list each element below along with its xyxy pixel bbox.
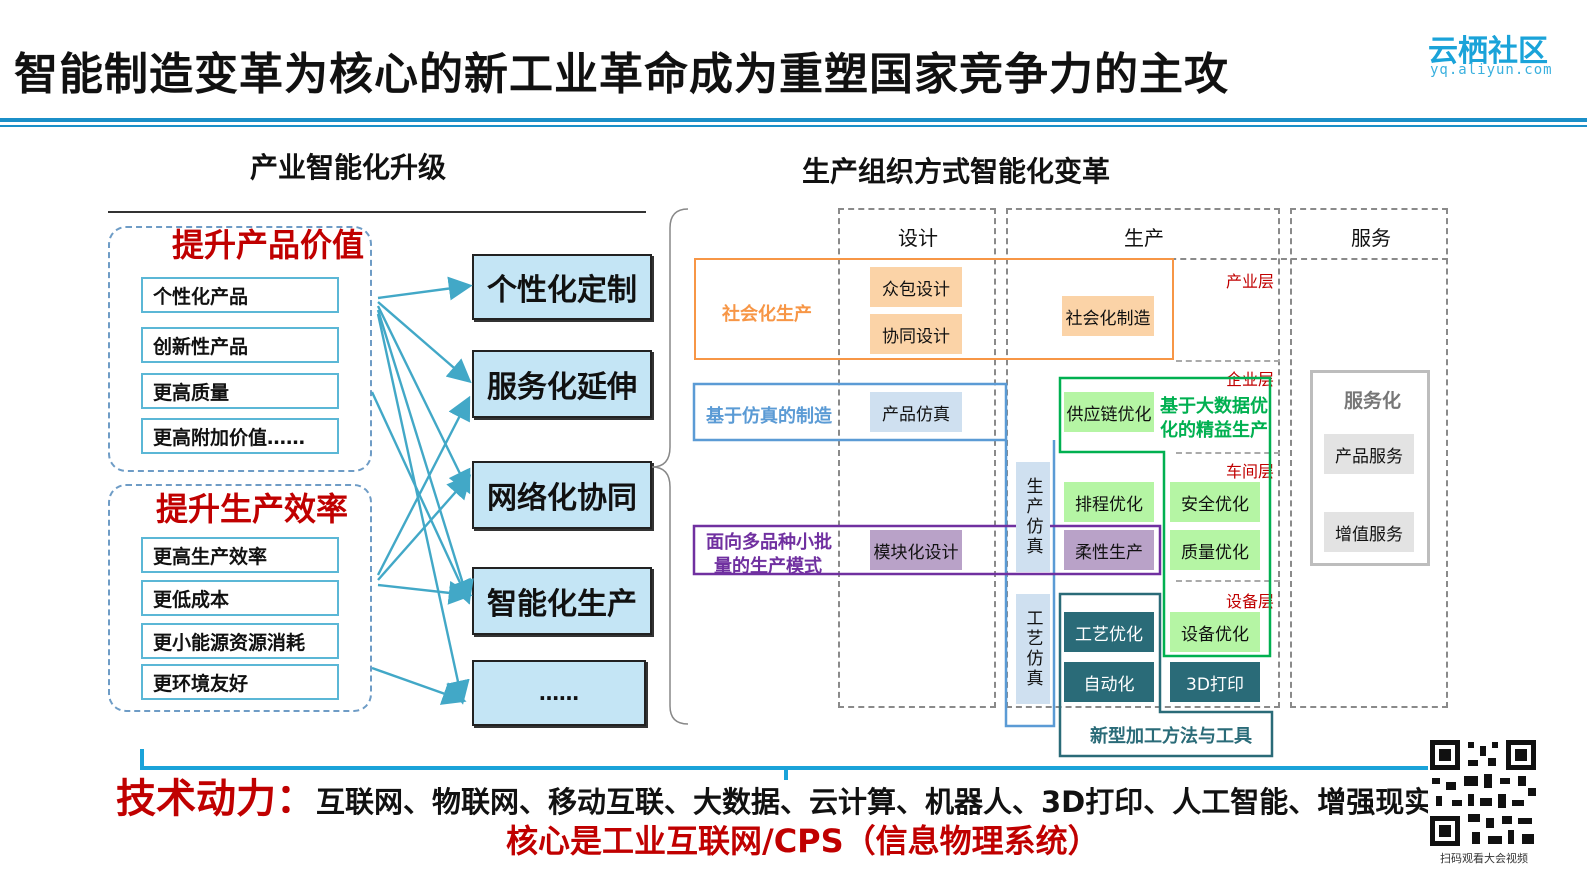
tech-drivers-line: 技术动力：互联网、物联网、移动互联、大数据、云计算、机器人、3D打印、人工智能、… (116, 766, 1433, 824)
crowdsourced-design-cell: 众包设计 (870, 267, 962, 307)
layer-tag-equipment: 设备层 (1226, 592, 1275, 611)
quality-optimization-cell: 质量优化 (1170, 530, 1260, 570)
layer-divider (1176, 452, 1280, 454)
page-title: 智能制造变革为核心的新工业革命成为重塑国家竞争力的主攻 (14, 49, 1229, 100)
big-data-label-line2: 化的精益生产 (1160, 420, 1268, 441)
big-data-label-line1: 基于大数据优 (1160, 396, 1268, 417)
list-item: 更高附加价值…… (141, 418, 339, 454)
process-simulation-cell: 工艺仿真 (1016, 594, 1050, 704)
product-value-group (108, 226, 372, 472)
social-production-label: 社会化生产 (722, 304, 812, 325)
supply-chain-optimization-cell: 供应链优化 (1064, 392, 1154, 432)
safety-optimization-cell: 安全优化 (1170, 482, 1260, 522)
outcome-box-customization: 个性化定制 (472, 254, 652, 320)
simulation-label: 基于仿真的制造 (706, 406, 832, 427)
outcome-box-more: …… (472, 660, 646, 726)
list-item: 更高质量 (141, 373, 339, 409)
left-panel-underline (108, 211, 646, 213)
multi-variety-label-line1: 面向多品种小批 (706, 532, 832, 553)
equipment-optimization-cell: 设备优化 (1170, 612, 1260, 652)
outcome-box-smart-production: 智能化生产 (472, 567, 652, 635)
service-label: 服务化 (1344, 390, 1402, 412)
outcome-box-service: 服务化延伸 (472, 350, 652, 418)
qr-code-icon[interactable] (1428, 738, 1538, 848)
product-simulation-cell: 产品仿真 (870, 392, 962, 432)
product-value-heading: 提升产品价值 (172, 226, 365, 264)
outcome-box-network: 网络化协同 (472, 461, 652, 529)
layer-divider (1176, 580, 1280, 582)
value-added-service-cell: 增值服务 (1324, 512, 1414, 552)
brand-url: yq.aliyun.com (1430, 62, 1553, 78)
layer-divider (1176, 360, 1280, 362)
list-item: 更小能源资源消耗 (141, 623, 339, 659)
column-header-service: 服务 (1351, 226, 1391, 250)
modular-design-cell: 模块化设计 (870, 530, 962, 570)
column-header-production: 生产 (1124, 226, 1164, 250)
core-statement: 核心是工业互联网/CPS（信息物理系统） (506, 822, 1100, 860)
process-optimization-cell: 工艺优化 (1064, 612, 1154, 652)
tech-drivers-label: 技术动力： (116, 776, 316, 822)
header-divider-thick (0, 118, 1587, 122)
new-process-label: 新型加工方法与工具 (1090, 726, 1252, 747)
header-divider-thin (0, 125, 1587, 127)
product-service-cell: 产品服务 (1324, 434, 1414, 474)
production-simulation-cell: 生产仿真 (1016, 462, 1050, 572)
social-manufacturing-cell: 社会化制造 (1062, 296, 1154, 336)
list-item: 更低成本 (141, 580, 339, 616)
left-panel-title: 产业智能化升级 (250, 151, 447, 184)
production-efficiency-group (108, 484, 372, 712)
list-item: 个性化产品 (141, 277, 339, 313)
brand-logo: 云栖社区 (1428, 34, 1548, 69)
list-item: 更环境友好 (141, 664, 339, 700)
scheduling-optimization-cell: 排程优化 (1064, 482, 1154, 522)
flexible-production-cell: 柔性生产 (1064, 530, 1154, 570)
column-header-design: 设计 (898, 226, 938, 250)
tech-drivers-text: 互联网、物联网、移动互联、大数据、云计算、机器人、3D打印、人工智能、增强现实 (316, 785, 1434, 819)
layer-tag-enterprise: 企业层 (1226, 370, 1275, 389)
automation-cell: 自动化 (1064, 662, 1154, 702)
collaborative-design-cell: 协同设计 (870, 314, 962, 354)
social-production-frame (694, 258, 1174, 360)
column-service (1290, 208, 1448, 708)
multi-variety-label-line2: 量的生产模式 (714, 556, 822, 577)
right-panel-title: 生产组织方式智能化变革 (802, 155, 1111, 188)
service-frame (1310, 370, 1430, 566)
3d-printing-cell: 3D打印 (1170, 662, 1260, 702)
list-item: 创新性产品 (141, 327, 339, 363)
qr-caption: 扫码观看大会视频 (1440, 852, 1528, 865)
column-design (838, 208, 996, 708)
layer-tag-industry: 产业层 (1226, 272, 1275, 291)
production-efficiency-heading: 提升生产效率 (156, 490, 349, 528)
layer-tag-workshop: 车间层 (1226, 462, 1275, 481)
list-item: 更高生产效率 (141, 537, 339, 573)
